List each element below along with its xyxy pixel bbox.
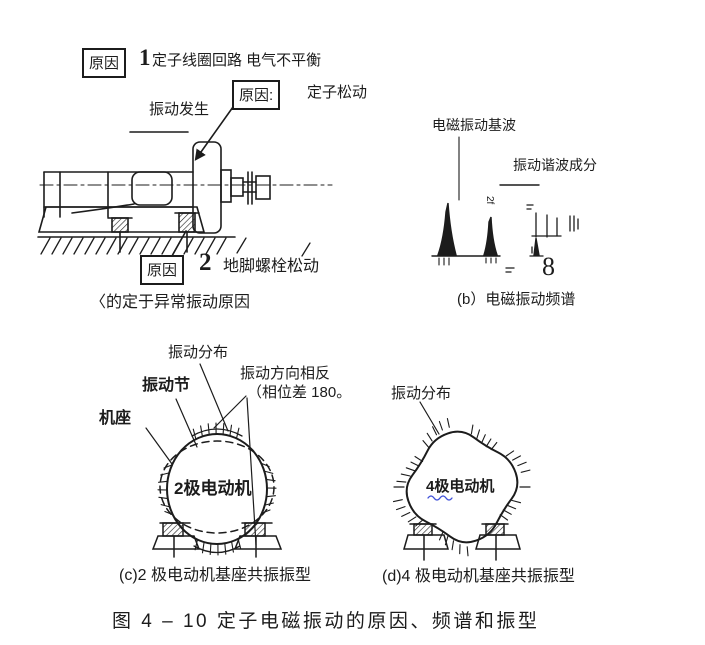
fundamental-peak — [437, 202, 457, 256]
two-pole-feet — [151, 522, 283, 558]
cause1-box: 原因 — [82, 48, 127, 78]
motor-side-view — [37, 106, 333, 257]
vibration-spectrum: 2f 8 — [431, 136, 579, 281]
deformed-shape-dashed — [159, 440, 275, 534]
panel-a-caption: 〈的定于异常振动原因 — [90, 294, 251, 311]
vibration-node-label: 振动节 — [142, 377, 191, 394]
figure-caption: 图 4 – 10 定子电磁振动的原因、频谱和振型 — [112, 611, 540, 632]
harmonic-lines — [505, 204, 579, 273]
motor-base — [37, 206, 206, 233]
cause2-leader — [171, 230, 187, 257]
cause-stator-arrow — [194, 106, 234, 161]
terminal-box — [131, 171, 173, 206]
wavy-stator-outline — [405, 430, 519, 544]
two-pole-mode-shape — [145, 363, 283, 558]
cause2-number: 2 — [199, 249, 212, 276]
vibration-hatch-marks — [157, 422, 277, 556]
eight-mark: 8 — [542, 252, 555, 281]
machine-base-label: 机座 — [99, 410, 132, 427]
four-pole-mode-shape — [392, 401, 531, 561]
panel-c-leaders — [145, 363, 257, 546]
shaft-coupling — [220, 169, 271, 205]
distribution-label-c: 振动分布 — [168, 344, 229, 361]
panel-d-caption: (d)4 极电动机基座共振振型 — [382, 568, 575, 585]
panel-d-leader — [419, 401, 440, 435]
ground-hatching — [37, 236, 311, 257]
cause-stator-text: 定子松动 — [307, 84, 368, 101]
spellcheck-squiggle — [427, 495, 453, 501]
distribution-label-d: 振动分布 — [391, 385, 452, 402]
cause1-number: 1 — [139, 45, 151, 70]
second-peak — [483, 216, 498, 256]
panel-c-caption: (c)2 极电动机基座共振振型 — [119, 567, 312, 584]
peak-frequency-label: 2f — [484, 196, 495, 205]
peak-tick-marks — [438, 257, 497, 266]
cause1-text: 定子线圈回路 电气不平衡 — [152, 52, 322, 69]
phase-difference-label: （相位差 180。 — [247, 384, 352, 401]
two-pole-motor-label: 2极电动机 — [174, 479, 252, 498]
foundation-bolts — [107, 212, 200, 253]
cause-stator-box: 原因: — [232, 80, 281, 110]
vibration-hatch-marks — [392, 417, 531, 557]
four-pole-motor-label: 4极电动机 — [426, 478, 495, 495]
opposite-direction-label: 振动方向相反 — [240, 365, 331, 382]
harmonic-label: 振动谐波成分 — [513, 157, 597, 173]
fundamental-label: 电磁振动基波 — [432, 117, 516, 133]
motor-endbell — [192, 141, 222, 234]
cause2-box: 原因 — [140, 255, 185, 285]
stator-circle — [166, 433, 268, 545]
cause2-text: 地脚螺栓松动 — [223, 258, 320, 275]
panel-b-caption: (b）电磁振动频谱 — [457, 291, 576, 308]
vibration-label: 振动发生 — [149, 101, 210, 118]
four-pole-feet — [403, 523, 521, 561]
